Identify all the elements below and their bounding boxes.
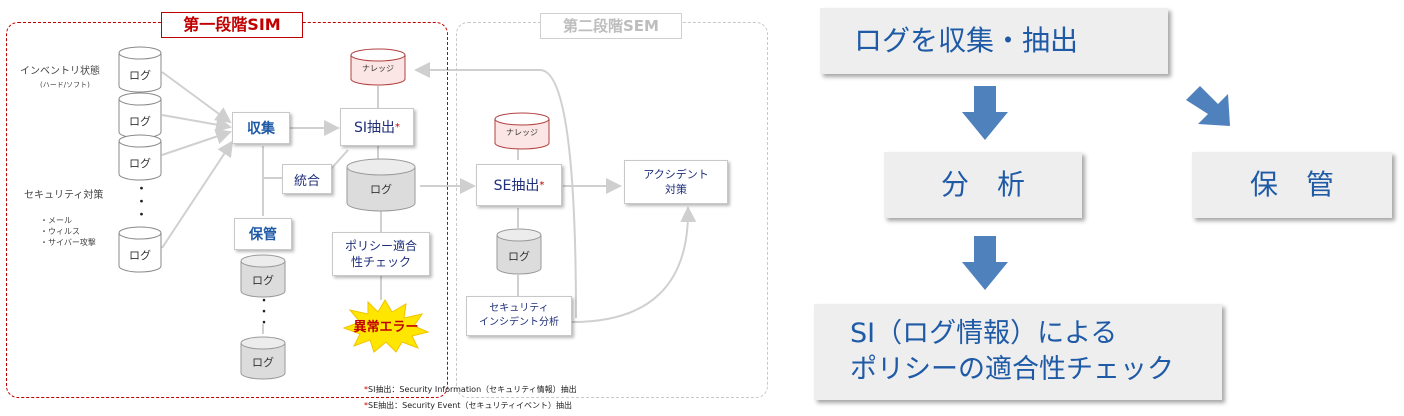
ellipsis-dots: ・ ・ ・ <box>136 182 147 221</box>
flow-policy-check-box: SI（ログ情報）による ポリシーの適合性チェック <box>814 304 1222 400</box>
log-cylinder: ログ <box>118 46 162 94</box>
security-item-mail: ・メール <box>40 216 72 225</box>
footnote-si: *SI抽出：Security Information（セキュリティ情報）抽出 <box>364 385 577 394</box>
incident-analysis-box: セキュリティインシデント分析 <box>466 296 572 336</box>
log-cylinder: ログ <box>118 92 162 140</box>
stored-log-cylinder: ログ <box>240 336 286 380</box>
stage2-log-cylinder: ログ <box>496 228 542 276</box>
knowledge-cylinder: ナレッジ <box>350 48 406 86</box>
error-burst-icon <box>342 299 430 353</box>
error-label: 異常エラー <box>353 320 419 335</box>
inventory-label: インベントリ状態 <box>20 66 100 77</box>
integrated-log-cylinder: ログ <box>346 158 416 212</box>
flow-analyze-box: 分 析 <box>884 152 1082 218</box>
store-box: 保管 <box>234 218 292 250</box>
down-arrow-icon <box>962 236 1008 290</box>
policy-check-box: ポリシー適合性チェック <box>332 232 430 276</box>
security-label: セキュリティ対策 <box>24 190 104 201</box>
knowledge-cylinder-stage2: ナレッジ <box>494 112 550 150</box>
security-item-cyber: ・サイバー攻撃 <box>40 238 96 247</box>
security-item-virus: ・ウィルス <box>40 227 80 236</box>
flow-collect-box: ログを収集・抽出 <box>820 8 1168 74</box>
se-extract-box: SE抽出* <box>476 164 562 206</box>
inventory-sub-label: (ハード/ソフト) <box>40 81 90 89</box>
right-flow: ログを収集・抽出 分 析 保 管 SI（ログ情報）による ポリシーの適合性チェッ… <box>790 0 1404 416</box>
left-diagram: 第一段階SIM 第二段階SEM インベントリ状態 (ハード/ソフト) セキュリテ… <box>6 12 768 410</box>
stage1-title: 第一段階SIM <box>161 12 303 38</box>
stage2-frame <box>456 22 768 398</box>
integrate-box: 統合 <box>282 164 332 194</box>
stage2-title: 第二段階SEM <box>540 13 682 39</box>
down-arrow-icon <box>962 86 1008 140</box>
diagonal-arrow-icon <box>1186 86 1230 126</box>
stored-log-cylinder: ログ <box>240 254 286 298</box>
accident-measures-box: アクシデント対策 <box>624 160 728 204</box>
si-extract-box: SI抽出* <box>340 108 414 146</box>
footnote-se: *SE抽出：Security Event（セキュリティイベント）抽出 <box>364 401 572 410</box>
flow-store-box: 保 管 <box>1192 152 1392 218</box>
log-cylinder: ログ <box>118 134 162 182</box>
collect-box: 収集 <box>232 112 290 144</box>
ellipsis-dots: ・ ・ ・ <box>259 296 269 329</box>
log-cylinder: ログ <box>118 226 162 274</box>
